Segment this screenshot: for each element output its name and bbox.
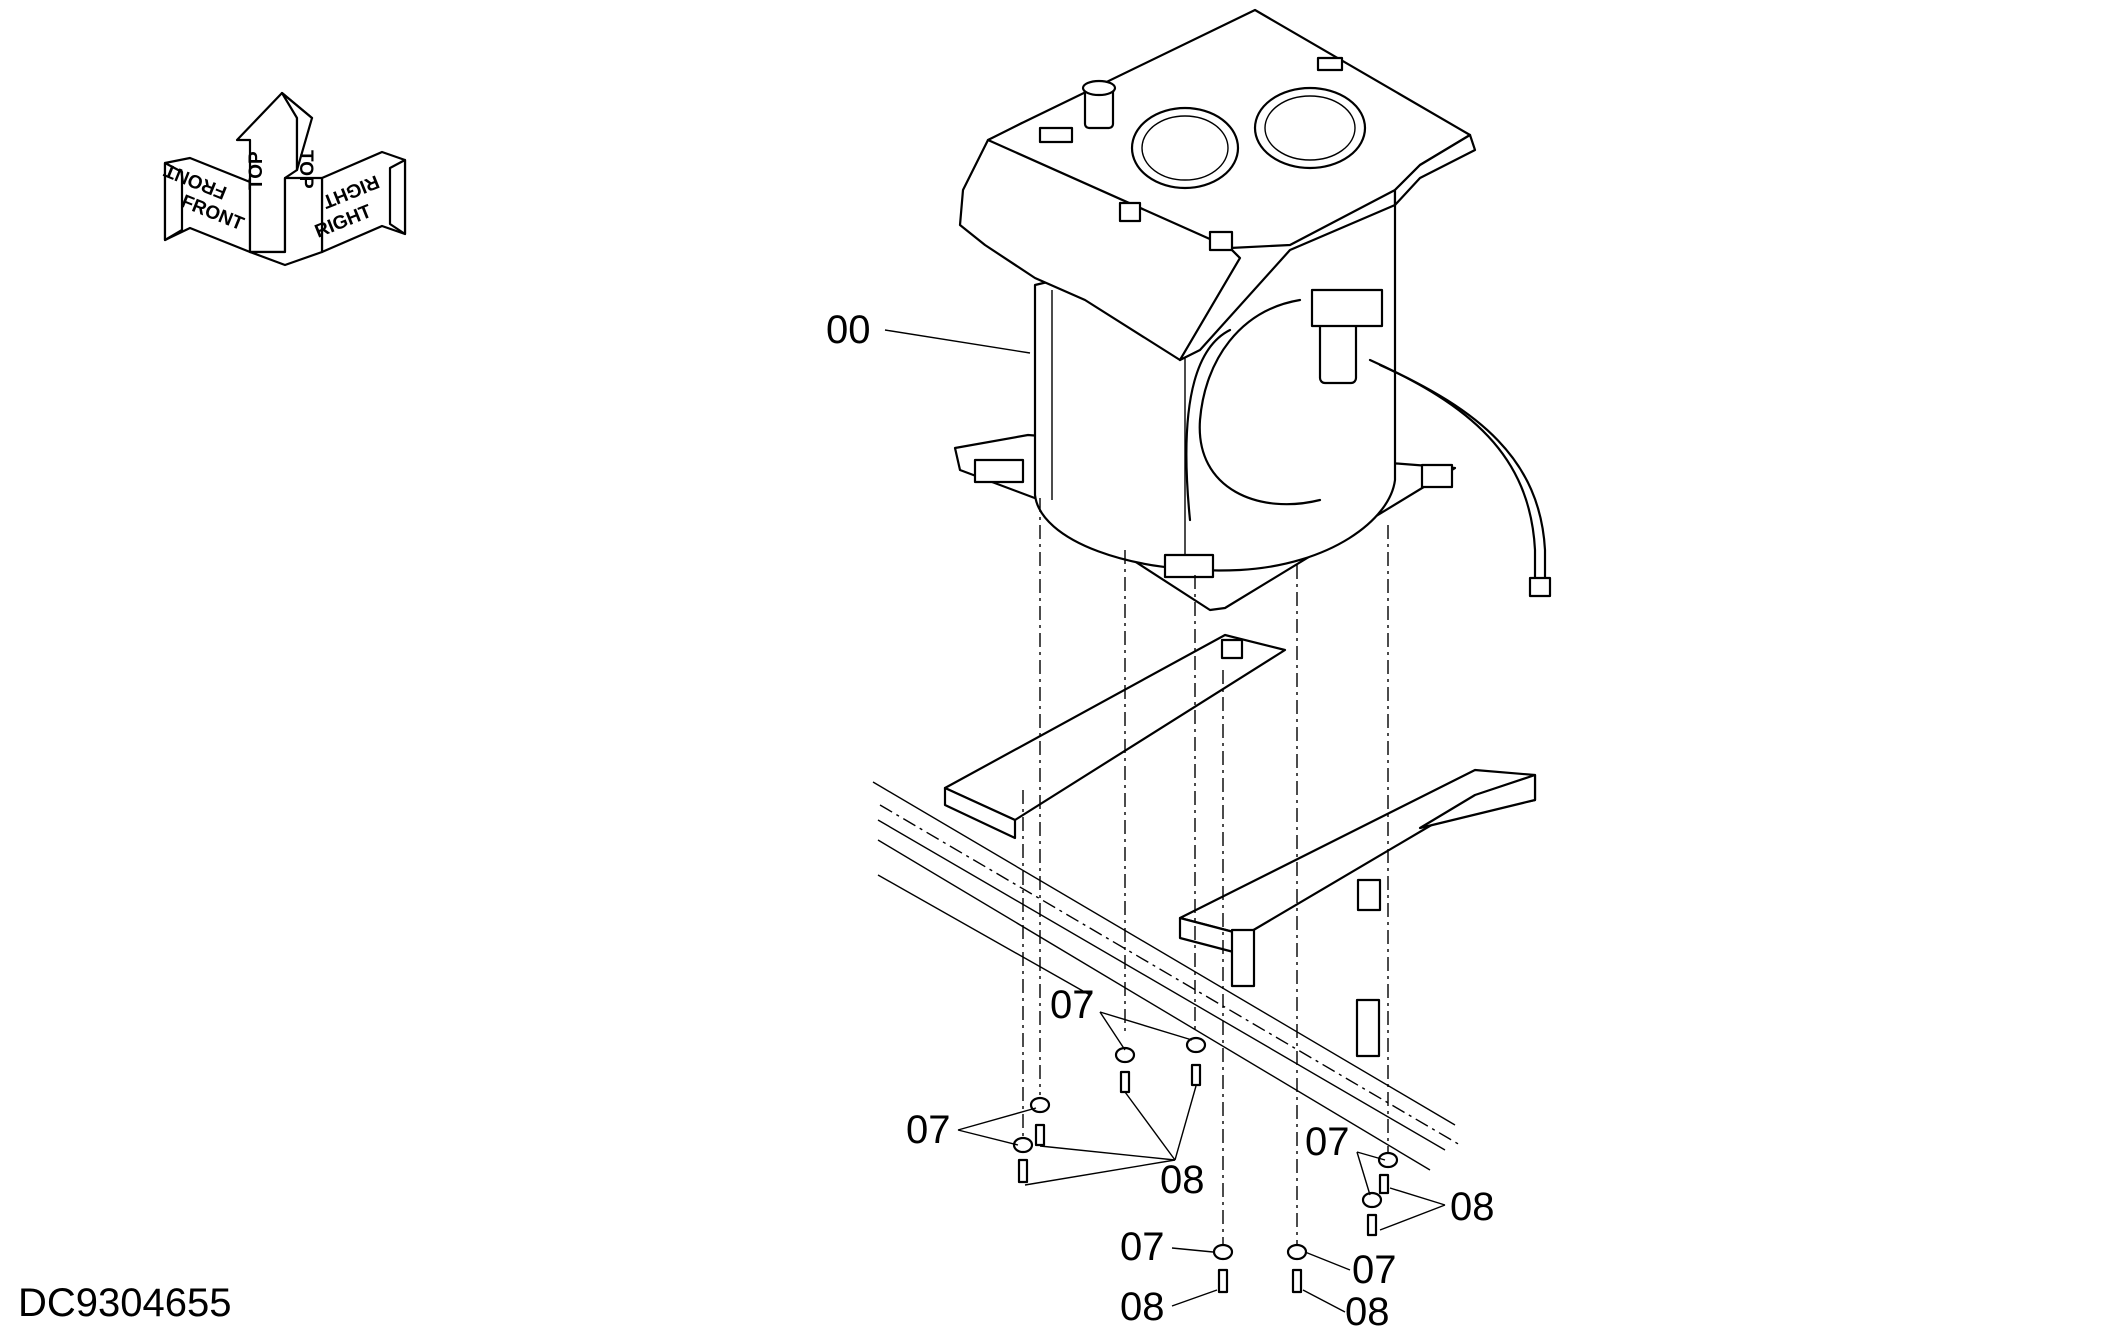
callout-08-c: 08 bbox=[1120, 1285, 1165, 1328]
top-label: TOP bbox=[246, 151, 267, 190]
orientation-arrow-symbol: FRONT FRONT TOP TOP RIGHT RIGHT bbox=[161, 91, 407, 267]
drawing-id: DC9304655 bbox=[18, 1281, 232, 1325]
callout-07-d: 07 bbox=[1120, 1225, 1165, 1269]
alignment-lines bbox=[1022, 498, 1389, 1245]
callout-07-a: 07 bbox=[1050, 983, 1095, 1027]
tank-assembly bbox=[953, 8, 1552, 612]
top-label-mirror: TOP bbox=[295, 150, 316, 189]
fasteners bbox=[1012, 1036, 1399, 1294]
callouts: 07 07 08 07 08 07 08 07 08 bbox=[906, 983, 1495, 1328]
frame-rails bbox=[872, 633, 1537, 1171]
callout-07-b: 07 bbox=[906, 1108, 951, 1152]
callout-08-d: 08 bbox=[1345, 1290, 1390, 1328]
leader-00 bbox=[884, 329, 1031, 354]
callout-08-b: 08 bbox=[1450, 1185, 1495, 1229]
callout-07-c: 07 bbox=[1305, 1120, 1350, 1164]
callout-08-a: 08 bbox=[1160, 1158, 1205, 1202]
callout-00: 00 bbox=[826, 308, 871, 352]
callout-07-e: 07 bbox=[1352, 1248, 1397, 1292]
